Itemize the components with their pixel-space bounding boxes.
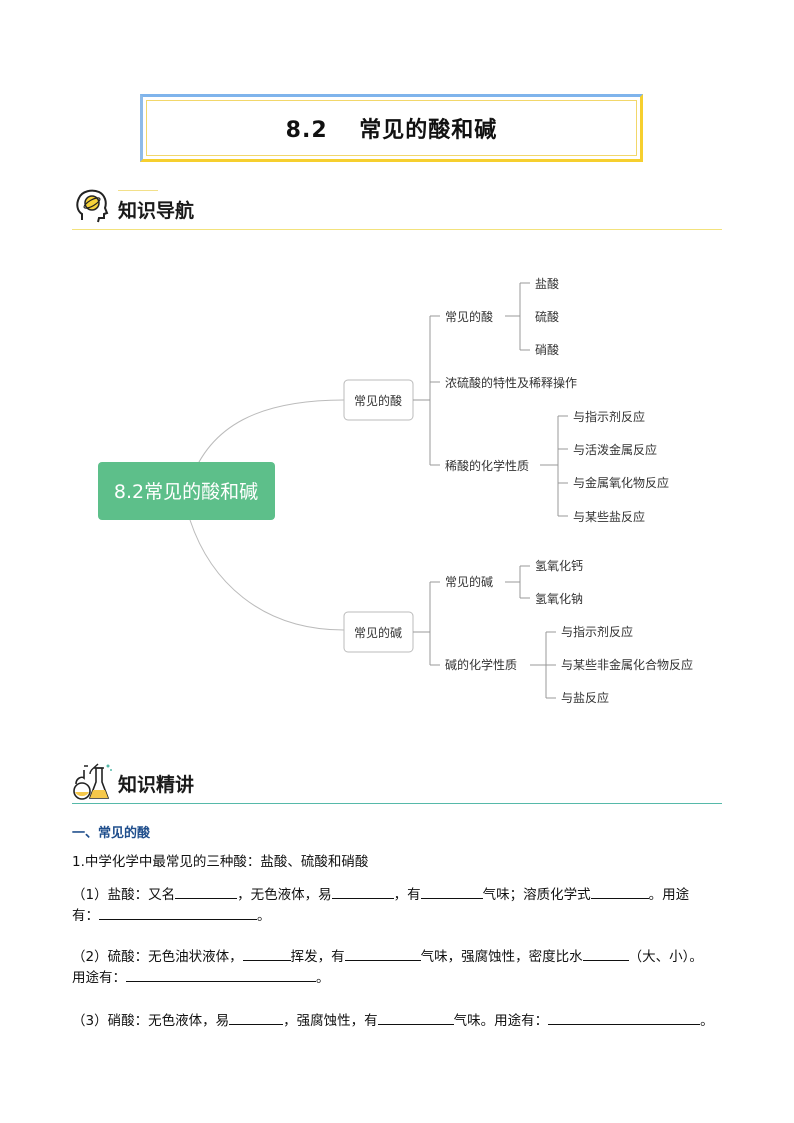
q2-text-d: （大、小）。 xyxy=(628,949,703,965)
question-nitric: （3）硝酸：无色液体，易 ，强腐蚀性，有 气味。用途有： 。 xyxy=(72,1010,732,1031)
blank-q2-uses[interactable] xyxy=(126,967,316,982)
blank-q1-odor[interactable] xyxy=(420,884,483,899)
leaf-base-indicator: 与指示剂反应 xyxy=(561,624,633,639)
node-common-bases: 常见的碱 xyxy=(445,574,493,589)
section-header-nav: 知识导航 xyxy=(72,186,722,230)
blank-q1-formula[interactable] xyxy=(590,884,649,899)
brain-head-icon xyxy=(76,189,109,223)
q1-text-g: 。 xyxy=(257,908,271,924)
page-title: 8.2 常见的酸和碱 xyxy=(285,118,498,143)
blank-q3-odor[interactable] xyxy=(377,1010,454,1025)
leaf-sulfuric-acid: 硫酸 xyxy=(535,309,559,324)
leaf-nitric-acid: 硝酸 xyxy=(535,342,559,357)
blank-q1-uses[interactable] xyxy=(99,905,257,920)
leaf-calcium-hydroxide: 氢氧化钙 xyxy=(535,558,583,573)
nav-accent-dash xyxy=(118,190,158,191)
root-node-label: 8.2常见的酸和碱 xyxy=(114,481,258,503)
section-divider-nav xyxy=(72,229,722,230)
blank-q2-density[interactable] xyxy=(582,946,629,961)
q3-text-d: 。 xyxy=(700,1013,714,1029)
blank-q1-alias[interactable] xyxy=(175,884,238,899)
node-base-label: 常见的碱 xyxy=(354,625,402,640)
section-divider-lecture xyxy=(72,803,722,804)
leaf-hydrochloric-acid: 盐酸 xyxy=(535,276,559,291)
q3-text-c: 气味。用途有： xyxy=(453,1013,549,1029)
node-common-acids: 常见的酸 xyxy=(445,309,493,324)
q1-text-c: ，有 xyxy=(393,887,421,903)
leaf-acid-metal: 与活泼金属反应 xyxy=(573,442,657,457)
leaf-base-nonmetal: 与某些非金属化合物反应 xyxy=(561,657,693,672)
leaf-acid-metal-oxide: 与金属氧化物反应 xyxy=(573,475,669,490)
q3-text-a: （3）硝酸：无色液体，易 xyxy=(72,1013,230,1029)
q1-text-d: 气味；溶质化学式 xyxy=(482,887,591,903)
leaf-base-salt: 与盐反应 xyxy=(561,690,609,705)
section-header-lecture: 知识精讲 xyxy=(72,760,722,804)
blank-q2-volatility[interactable] xyxy=(242,946,291,961)
blank-q3-uses[interactable] xyxy=(548,1010,701,1025)
root-node xyxy=(98,462,275,520)
subheading-common-acids: 一、常见的酸 xyxy=(72,826,151,841)
leaf-acid-indicator: 与指示剂反应 xyxy=(573,409,645,424)
node-base-props: 碱的化学性质 xyxy=(445,657,517,672)
q1-text-a: （1）盐酸：又名 xyxy=(72,887,176,903)
connector-root-base xyxy=(189,519,345,631)
leaf-acid-salt: 与某些盐反应 xyxy=(573,509,645,524)
q3-text-b: ，强腐蚀性，有 xyxy=(283,1013,378,1029)
blank-q3-property[interactable] xyxy=(229,1010,284,1025)
title-box: 8.2 常见的酸和碱 xyxy=(140,94,643,162)
section-label-lecture: 知识精讲 xyxy=(118,774,195,796)
q1-text-f: 有： xyxy=(72,908,99,924)
q2-text-c: 气味，强腐蚀性，密度比水 xyxy=(420,949,583,965)
node-acid-label: 常见的酸 xyxy=(354,393,402,408)
q2-text-a: （2）硫酸：无色油状液体， xyxy=(72,949,243,965)
q2-text-e: 用途有： xyxy=(72,970,126,986)
leaf-sodium-hydroxide: 氢氧化钠 xyxy=(535,591,583,606)
paragraph-three-acids: 1.中学化学中最常见的三种酸：盐酸、硫酸和硝酸 xyxy=(72,854,369,870)
question-sulfuric: （2）硫酸：无色油状液体， 挥发，有 气味，强腐蚀性，密度比水 （大、小）。 用途有：… xyxy=(72,946,732,988)
blank-q2-odor[interactable] xyxy=(344,946,421,961)
q1-text-b: ，无色液体，易 xyxy=(237,887,332,903)
q2-text-b: 挥发，有 xyxy=(290,949,345,965)
chemistry-flask-icon xyxy=(73,763,112,800)
node-dilute-props: 稀酸的化学性质 xyxy=(445,458,529,473)
section-label-nav: 知识导航 xyxy=(118,200,195,222)
q2-text-f: 。 xyxy=(316,970,330,986)
node-conc-sulfuric: 浓硫酸的特性及稀释操作 xyxy=(445,375,577,390)
question-hydrochloric: （1）盐酸：又名 ，无色液体，易 ，有 气味；溶质化学式 。用途 有： 。 xyxy=(72,884,732,926)
q1-text-e: 。用途 xyxy=(648,887,690,903)
mind-map: 8.2常见的酸和碱 常见的酸 常见的酸 盐酸 硫酸 硝酸 浓硫酸的特性及稀释操作… xyxy=(98,276,693,705)
blank-q1-property[interactable] xyxy=(331,884,394,899)
